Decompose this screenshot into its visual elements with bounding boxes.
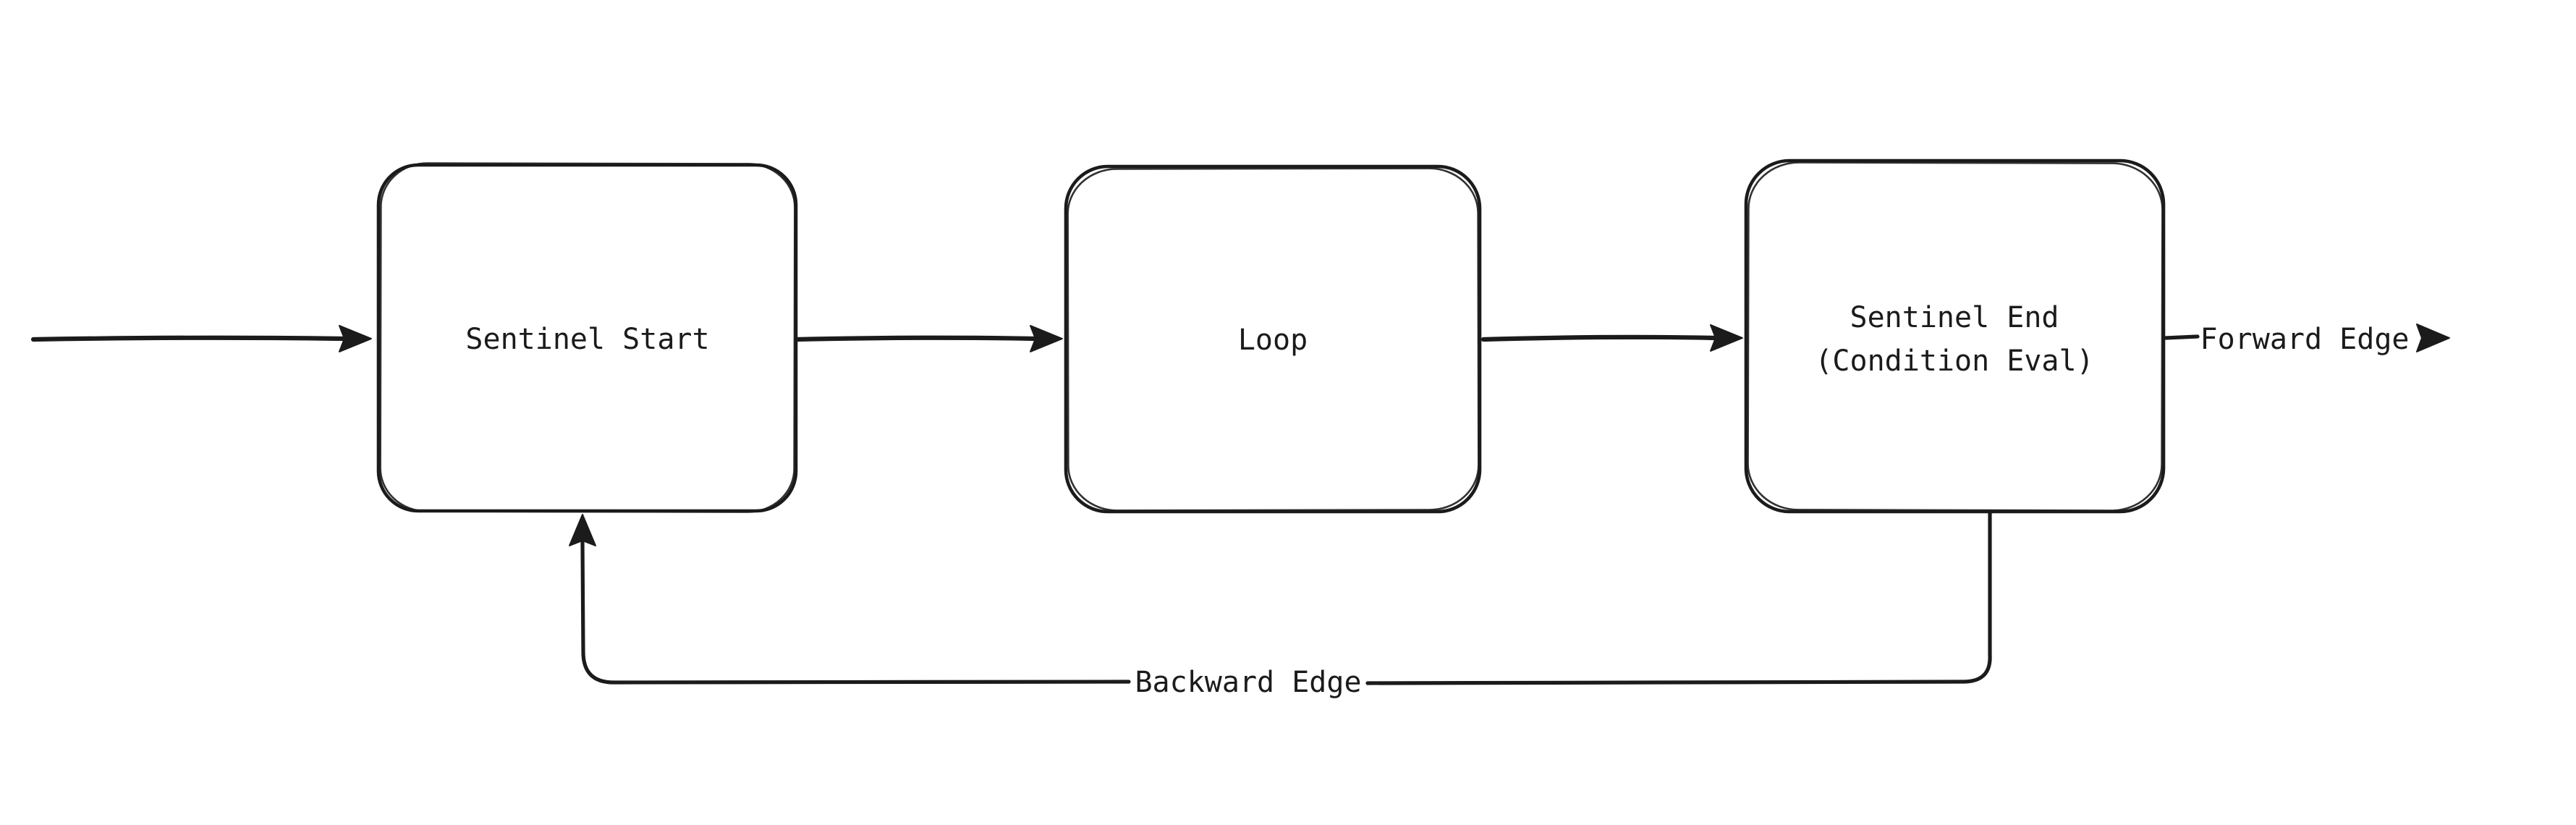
- edge-entry-arrow: [30, 325, 372, 352]
- sentinel-end-label-line1: Sentinel End: [1850, 301, 2059, 334]
- backward-edge-arrowhead-icon: [569, 514, 596, 546]
- edge-start-to-loop: [794, 325, 1063, 352]
- forward-edge-dash: [2164, 334, 2200, 340]
- backward-edge-left-segment: [580, 541, 1131, 685]
- backward-edge-right-segment: [1365, 509, 1992, 685]
- loop-to-end-arrowhead-icon: [1710, 324, 1743, 352]
- sentinel-end-box: [1744, 158, 2166, 514]
- forward-edge-label: Forward Edge: [2200, 323, 2410, 356]
- sentinel-start-box-sketch-overlay: [379, 162, 796, 513]
- loop-box-sketch-overlay: [1067, 167, 1480, 512]
- forward-edge-arrowhead-icon: [2416, 323, 2450, 352]
- node-loop: Loop: [1064, 164, 1482, 514]
- edge-forward: Forward Edge: [2164, 323, 2450, 356]
- loop-to-end-shaft: [1480, 334, 1718, 342]
- node-sentinel-end: Sentinel End (Condition Eval): [1744, 158, 2166, 514]
- entry-arrow-shaft: [30, 335, 346, 342]
- start-to-loop-arrowhead-icon: [1030, 325, 1063, 352]
- sentinel-end-box-sketch-overlay: [1747, 161, 2164, 512]
- backward-edge-label: Backward Edge: [1135, 666, 1361, 699]
- entry-arrowhead-icon: [339, 325, 372, 352]
- loop-label: Loop: [1238, 323, 1308, 357]
- sentinel-end-label-line2: (Condition Eval): [1815, 344, 2093, 378]
- start-to-loop-shaft: [794, 335, 1038, 342]
- sentinel-start-label: Sentinel Start: [465, 323, 709, 356]
- node-sentinel-start: Sentinel Start: [376, 162, 798, 513]
- loop-box: [1064, 164, 1482, 514]
- edge-loop-to-end: [1480, 324, 1743, 352]
- edge-backward: Backward Edge: [569, 509, 1992, 699]
